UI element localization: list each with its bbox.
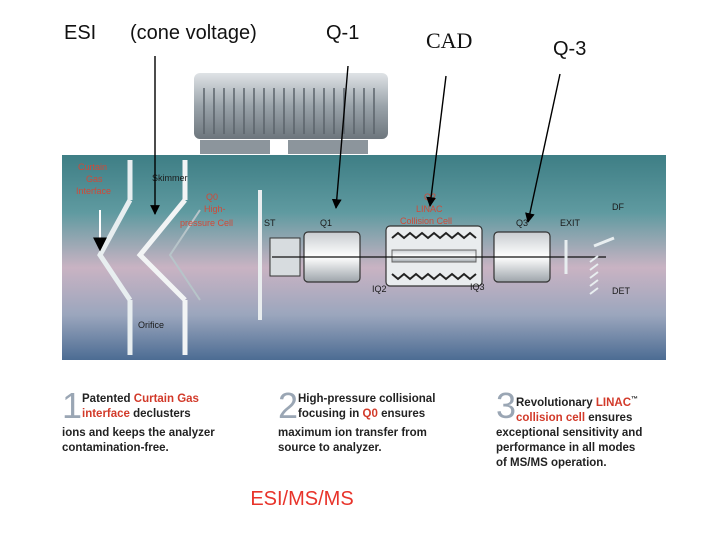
label-q3: Q-3 <box>553 38 587 60</box>
feature-3: 3 Revolutionary LINAC™ collision cell en… <box>496 388 686 474</box>
label-st: ST <box>264 218 276 228</box>
label-cone-voltage: (cone voltage) <box>130 22 257 44</box>
feature-1: 1 Patented Curtain Gas interface declust… <box>62 388 262 458</box>
label-q1: Q-1 <box>326 22 360 44</box>
label-det: DET <box>612 286 631 296</box>
label-interface: Interface <box>76 186 111 196</box>
arrow-q3 <box>525 73 561 223</box>
feature-1-line4: contamination-free. <box>62 442 169 454</box>
label-orifice: Orifice <box>138 320 164 330</box>
feature-3-line4: performance in all modes <box>496 442 636 454</box>
feature-2-number: 2 <box>278 385 299 426</box>
feature-3-line3: exceptional sensitivity and <box>496 427 643 439</box>
feature-2-line2-post: ensures <box>377 408 426 420</box>
feature-2-line2-red: Q0 <box>362 408 378 420</box>
arrow-cad <box>426 75 447 207</box>
feature-2-line1: High-pressure collisional <box>298 393 436 405</box>
feature-1-line1-pre: Patented <box>82 393 134 405</box>
feature-3-line2-red: collision cell <box>516 411 586 424</box>
label-iq2: IQ2 <box>372 284 387 294</box>
bottom-caption: ESI/MS/MS <box>250 488 354 510</box>
ion-optics <box>269 225 615 295</box>
feature-3-line1-pre: Revolutionary <box>516 396 596 409</box>
feature-1-line2-post: declusters <box>129 408 191 420</box>
feature-2-line2-pre: focusing in <box>298 408 363 420</box>
label-exit: EXIT <box>560 218 581 228</box>
interface-region <box>93 160 262 355</box>
vacuum-cap <box>194 73 388 154</box>
feature-1-line2-red: interface <box>82 408 130 420</box>
label-q3-small: Q3 <box>516 218 528 228</box>
label-q0-cell: pressure Cell <box>180 218 233 228</box>
label-q1-small: Q1 <box>320 218 332 228</box>
label-gas: Gas <box>86 174 103 184</box>
label-esi: ESI <box>64 22 97 44</box>
feature-3-line2-post: ensures <box>585 411 633 424</box>
label-curtain: Curtain <box>78 162 107 172</box>
label-df: DF <box>612 202 624 212</box>
feature-2-line4: source to analyzer. <box>278 442 382 454</box>
label-collision-cell: Collision Cell <box>400 216 452 226</box>
feature-2: 2 High-pressure collisional focusing in … <box>278 388 488 458</box>
arrow-q1 <box>331 65 349 209</box>
label-linac: LINAC <box>416 204 443 214</box>
feature-3-line5: of MS/MS operation. <box>496 457 607 469</box>
feature-3-trademark: ™ <box>631 396 639 403</box>
label-q0: Q0 <box>206 192 218 202</box>
label-q0-high: High- <box>204 204 226 214</box>
feature-2-line3: maximum ion transfer from <box>278 427 427 439</box>
feature-1-number: 1 <box>62 385 83 426</box>
label-iq3: IQ3 <box>470 282 485 292</box>
feature-1-line1-red: Curtain Gas <box>133 393 199 405</box>
feature-3-number: 3 <box>496 385 517 426</box>
feature-3-line1-red: LINAC <box>595 396 632 409</box>
label-cad: CAD <box>426 28 473 53</box>
label-skimmer: Skimmer <box>152 173 188 183</box>
feature-1-line3: ions and keeps the analyzer <box>62 427 215 439</box>
